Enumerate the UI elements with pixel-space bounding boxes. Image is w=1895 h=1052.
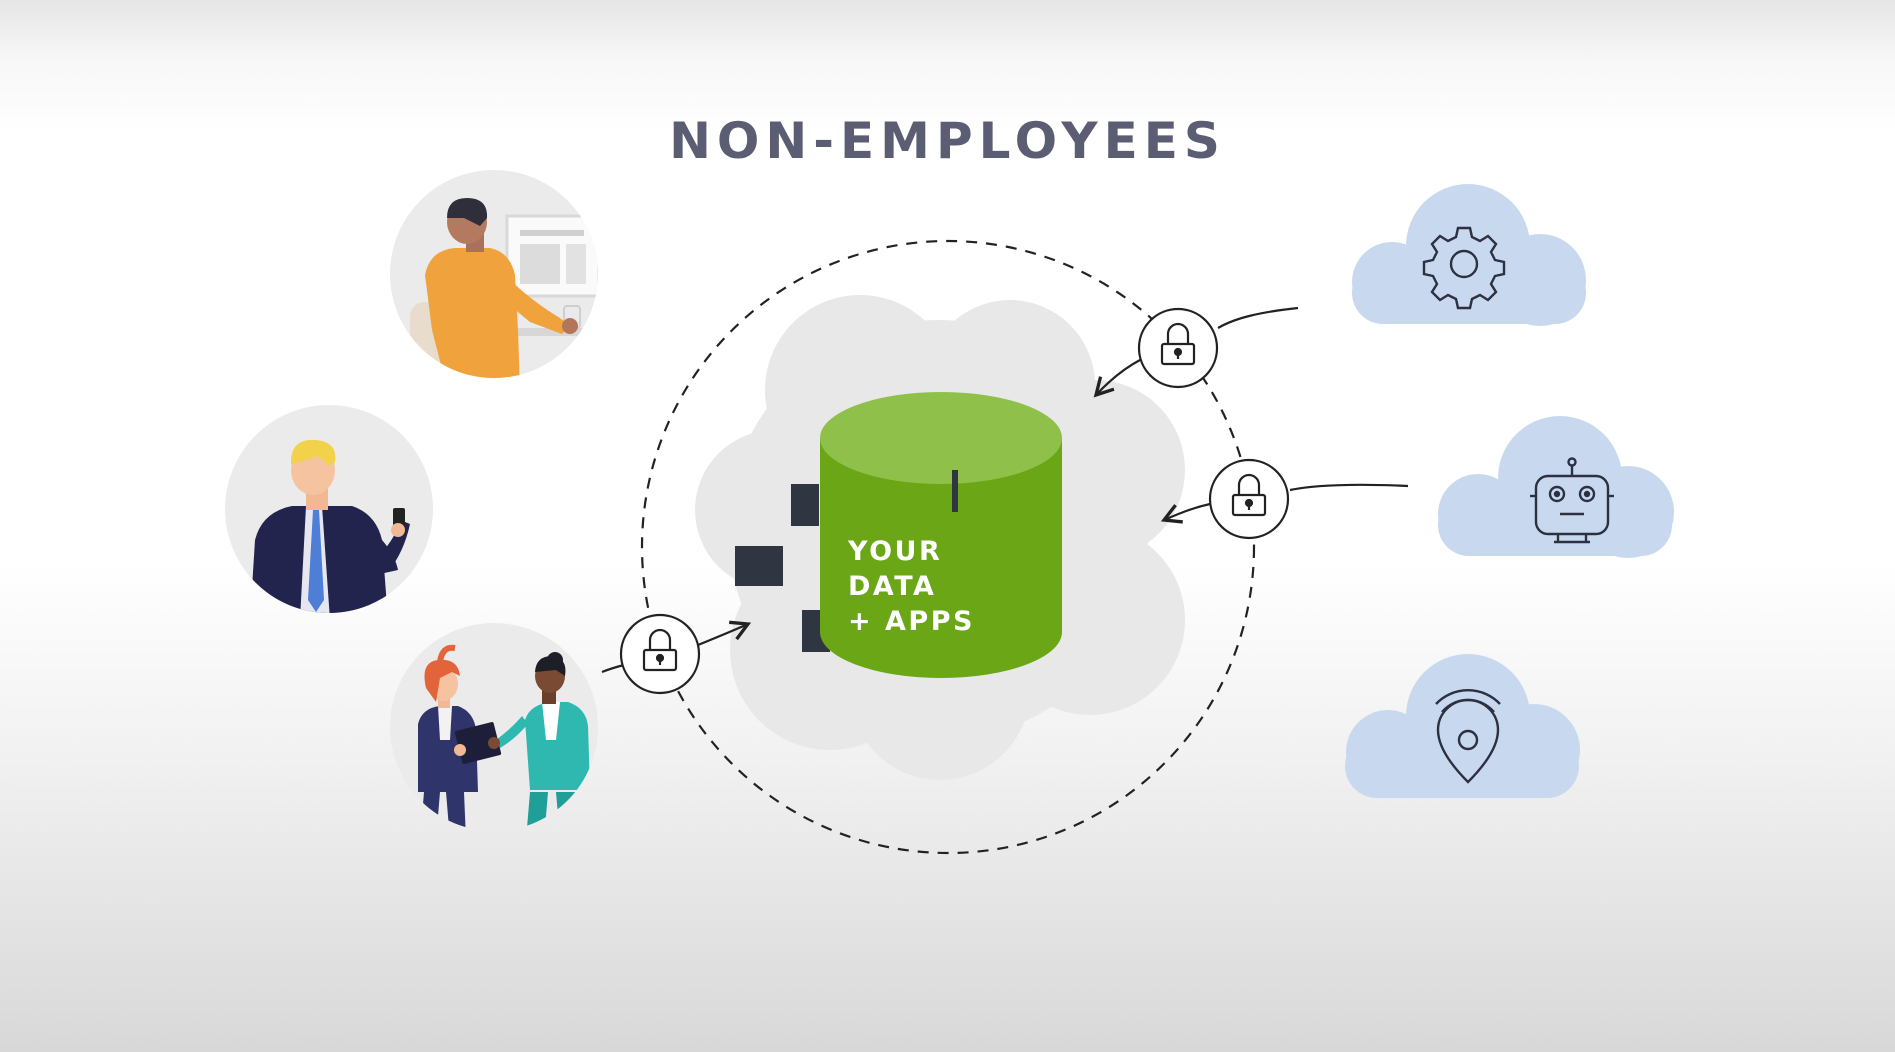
gear-icon <box>1422 226 1506 310</box>
person-at-desk-avatar <box>390 170 598 378</box>
cloud-service-location <box>1345 654 1580 798</box>
connectors <box>601 306 1409 674</box>
robot-icon <box>1530 457 1614 544</box>
lock-badge-top <box>1137 307 1219 389</box>
cloud-service-gear <box>1352 184 1586 326</box>
center-label-line-3: + APPS <box>848 606 975 637</box>
center-label: YOUR DATA + APPS <box>848 534 1048 639</box>
businessman-with-phone-avatar <box>225 405 433 613</box>
lock-badge-middle <box>1208 458 1290 540</box>
center-label-line-1: YOUR <box>848 536 943 567</box>
lock-icon <box>642 628 678 672</box>
page-title: NON-EMPLOYEES <box>669 112 1226 170</box>
lock-icon <box>1160 322 1196 366</box>
two-colleagues-avatar <box>390 623 598 831</box>
center-label-line-2: DATA <box>848 571 937 602</box>
location-pin-icon <box>1435 689 1501 784</box>
lock-icon <box>1231 473 1267 517</box>
lock-badge-left <box>619 613 701 695</box>
data-cylinder <box>820 392 1062 678</box>
security-perimeter <box>640 239 1256 855</box>
cloud-service-robot <box>1438 416 1674 558</box>
